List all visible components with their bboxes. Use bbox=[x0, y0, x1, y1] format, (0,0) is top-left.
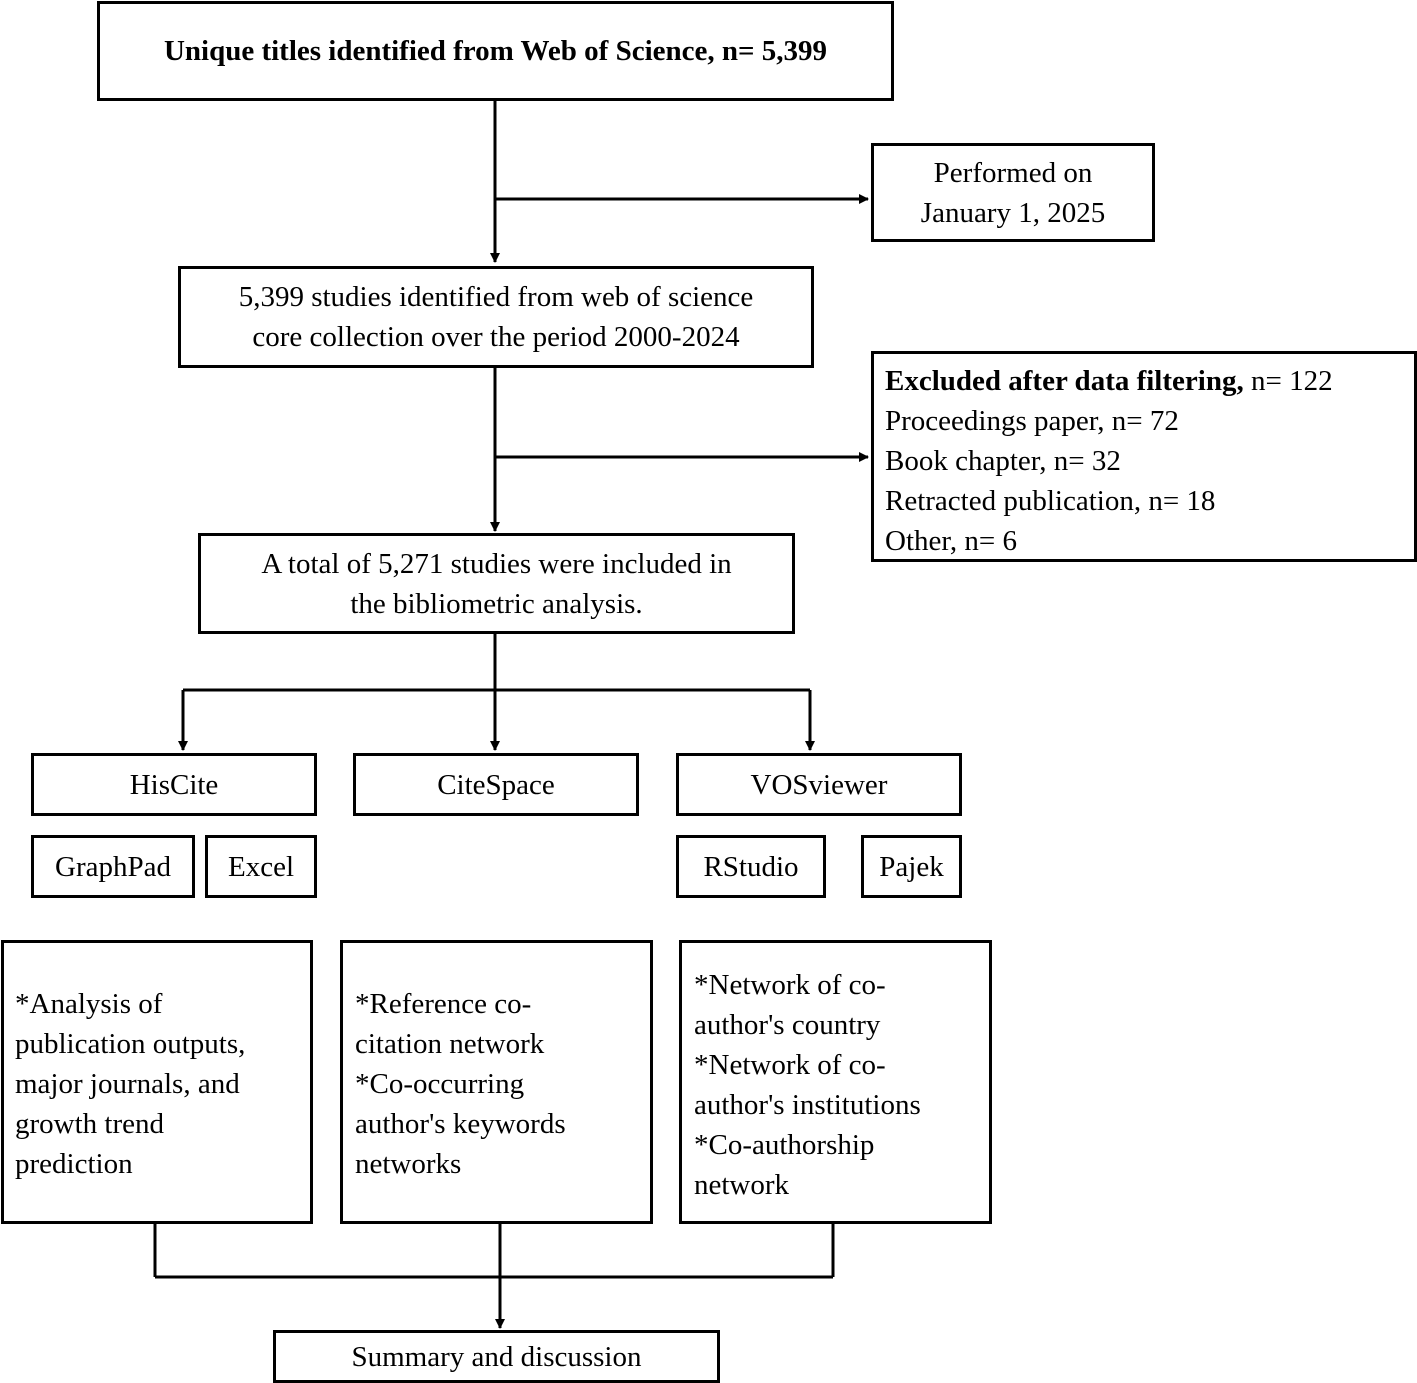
performed-on-line-2: January 1, 2025 bbox=[920, 196, 1106, 229]
summary-discussion-box: Summary and discussion bbox=[273, 1330, 720, 1383]
summary-discussion-label: Summary and discussion bbox=[351, 1340, 642, 1373]
vosviewer-analysis-line: *Co-authorship bbox=[694, 1129, 875, 1161]
citespace-analysis-line: *Reference co- bbox=[355, 988, 532, 1020]
excluded-item: Other, n= 6 bbox=[885, 525, 1017, 557]
studies-included-line-1: A total of 5,271 studies were included i… bbox=[261, 547, 732, 580]
excluded-item: Proceedings paper, n= 72 bbox=[885, 405, 1179, 437]
excel-box: Excel bbox=[205, 835, 317, 898]
studies-identified-line-1: 5,399 studies identified from web of sci… bbox=[238, 281, 754, 313]
excel-label: Excel bbox=[227, 850, 294, 883]
studies-identified-line-2: core collection over the period 2000-202… bbox=[252, 321, 740, 353]
hiscite-analysis-line: major journals, and bbox=[15, 1068, 240, 1100]
vosviewer-analysis-line: *Network of co- bbox=[694, 969, 886, 1001]
graphpad-box: GraphPad bbox=[31, 835, 195, 898]
rstudio-box: RStudio bbox=[676, 835, 826, 898]
excluded-item: Book chapter, n= 32 bbox=[885, 445, 1121, 477]
web-of-science-titles-text: Unique titles identified from Web of Sci… bbox=[163, 35, 828, 67]
studies-identified-box: 5,399 studies identified from web of sci… bbox=[178, 266, 814, 368]
citespace-analysis-line: citation network bbox=[355, 1028, 545, 1060]
vosviewer-analysis-line: *Network of co- bbox=[694, 1049, 886, 1081]
web-of-science-titles-box: Unique titles identified from Web of Sci… bbox=[97, 1, 894, 101]
studies-included-line-2: the bibliometric analysis. bbox=[350, 587, 643, 620]
hiscite-analysis-box: *Analysis of publication outputs, major … bbox=[1, 940, 313, 1224]
citespace-box: CiteSpace bbox=[353, 753, 639, 816]
hiscite-box: HisCite bbox=[31, 753, 317, 816]
excluded-box: Excluded after data filtering, n= 122 Pr… bbox=[871, 351, 1417, 562]
graphpad-label: GraphPad bbox=[55, 850, 171, 883]
studies-included-box: A total of 5,271 studies were included i… bbox=[198, 533, 795, 634]
excluded-heading: Excluded after data filtering, bbox=[885, 365, 1244, 397]
hiscite-analysis-line: *Analysis of bbox=[15, 988, 163, 1020]
citespace-analysis-line: author's keywords bbox=[355, 1108, 566, 1140]
excluded-item: Retracted publication, n= 18 bbox=[885, 485, 1216, 517]
citespace-label: CiteSpace bbox=[437, 768, 555, 801]
vosviewer-analysis-line: author's institutions bbox=[694, 1089, 921, 1121]
pajek-label: Pajek bbox=[879, 850, 944, 883]
vosviewer-analysis-line: author's country bbox=[694, 1009, 881, 1041]
vosviewer-box: VOSviewer bbox=[676, 753, 962, 816]
rstudio-label: RStudio bbox=[703, 850, 799, 883]
hiscite-analysis-line: prediction bbox=[15, 1148, 133, 1180]
vosviewer-analysis-box: *Network of co- author's country *Networ… bbox=[679, 940, 992, 1224]
vosviewer-analysis-line: network bbox=[694, 1169, 790, 1201]
vosviewer-label: VOSviewer bbox=[750, 768, 888, 801]
excluded-heading-line: Excluded after data filtering, n= 122 bbox=[885, 361, 1414, 401]
citespace-analysis-box: *Reference co- citation network *Co-occu… bbox=[340, 940, 653, 1224]
hiscite-label: HisCite bbox=[129, 768, 219, 801]
performed-on-line-1: Performed on bbox=[933, 156, 1093, 189]
citespace-analysis-line: *Co-occurring bbox=[355, 1068, 525, 1100]
citespace-analysis-line: networks bbox=[355, 1148, 462, 1180]
excluded-heading-count: n= 122 bbox=[1250, 365, 1333, 397]
pajek-box: Pajek bbox=[861, 835, 962, 898]
hiscite-analysis-line: growth trend bbox=[15, 1108, 164, 1140]
performed-on-box: Performed on January 1, 2025 bbox=[871, 143, 1155, 242]
hiscite-analysis-line: publication outputs, bbox=[15, 1028, 246, 1060]
